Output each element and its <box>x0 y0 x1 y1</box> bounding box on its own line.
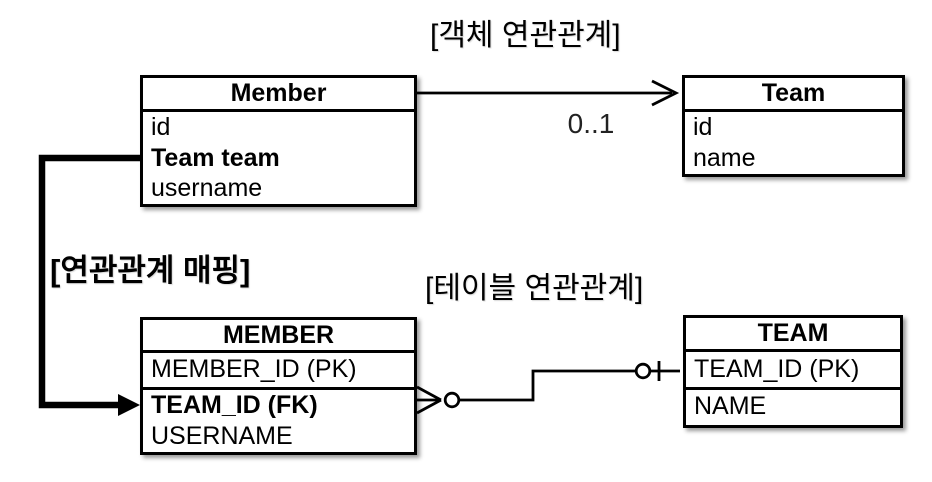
table-association-title: [테이블 연관관계] <box>425 272 644 305</box>
member-class-title: Member <box>143 78 414 112</box>
team-table-field-name: NAME <box>694 392 767 420</box>
member-table-box: MEMBER MEMBER_ID (PK) TEAM_ID (FK) USERN… <box>140 317 417 455</box>
team-class-box: Team id name <box>682 75 905 177</box>
member-class-box: Member id Team team username <box>140 75 417 207</box>
member-field-username: username <box>151 174 263 202</box>
team-class-title: Team <box>685 78 902 112</box>
member-field-team: Team team <box>151 143 280 172</box>
team-table-fields: NAME <box>686 390 900 423</box>
member-table-title: MEMBER <box>143 320 414 353</box>
association-mapping-label: [연관관계 매핑] <box>50 253 251 288</box>
team-field-name: name <box>693 144 756 172</box>
team-field-id: id <box>693 113 713 141</box>
team-table-box: TEAM TEAM_ID (PK) NAME <box>683 315 903 428</box>
association-multiplicity-label: 0..1 <box>567 108 615 139</box>
object-association-title: [객체 연관관계] <box>430 19 621 52</box>
member-table-pk-row: MEMBER_ID (PK) <box>143 353 414 390</box>
member-table-fields: TEAM_ID (FK) USERNAME <box>143 390 414 452</box>
team-class-fields: id name <box>685 112 902 174</box>
relationship-connector-icon <box>416 361 680 415</box>
mapping-arrow-icon <box>38 154 140 416</box>
member-table-field-teamid: TEAM_ID (FK) <box>151 391 318 419</box>
member-class-fields: id Team team username <box>143 112 414 204</box>
member-table-field-username: USERNAME <box>151 422 293 450</box>
team-table-title: TEAM <box>686 318 900 352</box>
association-arrow-icon <box>417 79 680 107</box>
team-table-pk-row: TEAM_ID (PK) <box>686 352 900 390</box>
member-field-id: id <box>151 113 171 141</box>
